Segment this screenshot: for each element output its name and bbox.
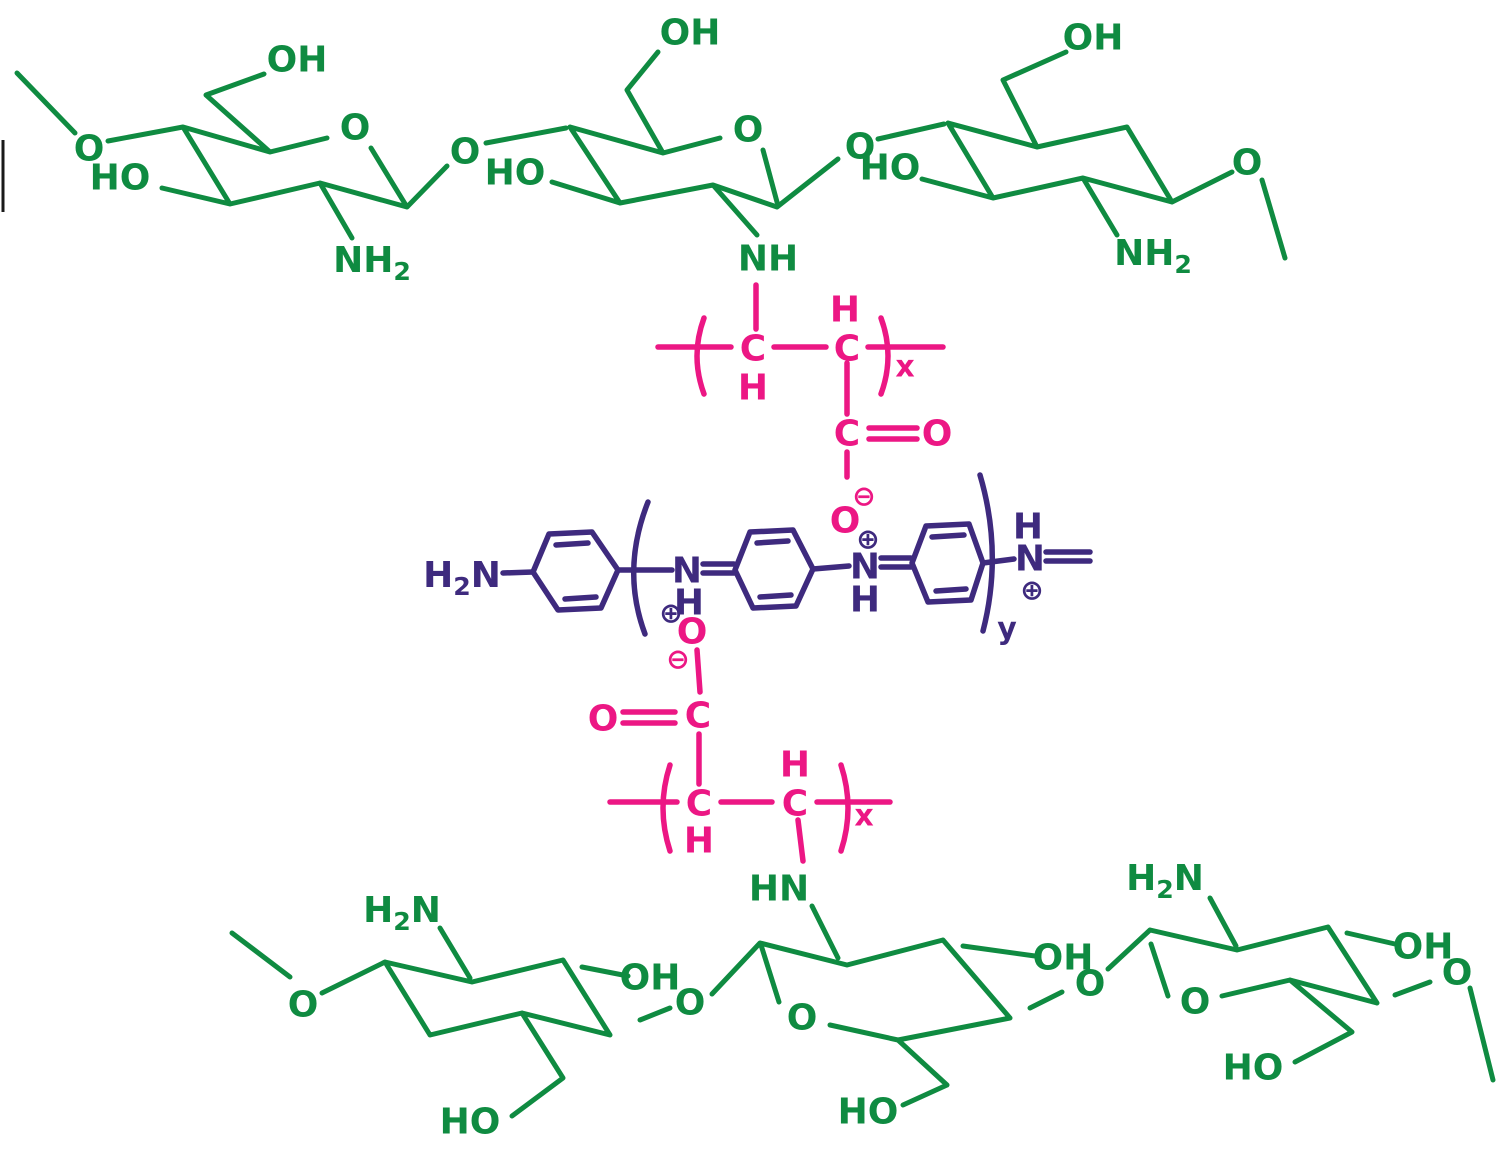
atom-label-H: H xyxy=(850,580,880,621)
amine-nh2-label: NH2 xyxy=(1114,233,1192,279)
amine-h2n-label: H2N xyxy=(363,890,441,936)
amine-nh2-label: NH2 xyxy=(333,240,411,286)
atom-label-OH: OH xyxy=(1033,938,1094,979)
atom-label-OH: OH xyxy=(1063,18,1124,59)
atom-label-O: O xyxy=(1180,982,1211,1023)
atom-label-O: O xyxy=(1442,953,1473,994)
repeat-bracket-close xyxy=(838,762,851,854)
atom-label-O: O xyxy=(340,108,371,149)
amide-hn-label: HN xyxy=(749,869,809,910)
repeat-bracket-open xyxy=(660,762,673,854)
atom-label-C: C xyxy=(782,784,808,825)
atom-label-HO: HO xyxy=(1223,1048,1284,1089)
atom-label-HO: HO xyxy=(440,1102,501,1143)
atom-label-C: C xyxy=(834,329,860,370)
atom-label-O: O xyxy=(733,110,764,151)
minus-charge-icon: ⊖ xyxy=(852,480,875,513)
atom-label-N: N xyxy=(1015,539,1045,580)
atom-label-O: O xyxy=(922,414,953,455)
repeat-bracket-open xyxy=(631,499,651,637)
repeat-bracket-open xyxy=(694,315,707,397)
repeat-x-subscript: x xyxy=(895,350,914,385)
atom-label-O: O xyxy=(1232,143,1263,184)
bond xyxy=(655,282,946,480)
repeat-x-subscript: x xyxy=(854,799,873,834)
atom-label-O: O xyxy=(588,699,619,740)
repeat-y-subscript: y xyxy=(997,612,1017,647)
amine-h2n-label: H2N xyxy=(1126,858,1204,904)
paa-top-unit xyxy=(655,282,946,480)
atom-label-H: H xyxy=(830,290,860,331)
chitosan-top-chain xyxy=(14,49,1288,261)
paa-bottom-unit xyxy=(607,647,893,864)
atom-label-N: N xyxy=(850,547,880,588)
plus-charge-icon: ⊕ xyxy=(659,597,682,630)
atom-label-H: H xyxy=(1013,507,1043,548)
bond xyxy=(229,895,1496,1119)
atom-label-O: O xyxy=(74,129,105,170)
plus-charge-icon: ⊕ xyxy=(856,523,879,556)
atom-label-HO: HO xyxy=(860,148,921,189)
amide-nh-label: NH xyxy=(738,239,798,280)
chitosan-bottom-chain xyxy=(229,895,1496,1119)
atom-label-H: H xyxy=(684,821,714,862)
atom-label-HO: HO xyxy=(838,1092,899,1133)
bond xyxy=(607,647,893,864)
benzene-ring xyxy=(530,529,621,613)
atom-label-OH: OH xyxy=(620,958,681,999)
plus-charge-icon: ⊕ xyxy=(1020,574,1043,607)
atom-label-OH: OH xyxy=(660,13,721,54)
atom-label-HO: HO xyxy=(90,158,151,199)
bond xyxy=(500,549,1093,576)
bond xyxy=(14,49,1288,261)
atom-label-O: O xyxy=(288,985,319,1026)
terminal-h2n-label: H2N xyxy=(423,555,501,601)
atom-label-O: O xyxy=(450,132,481,173)
atom-label-OH: OH xyxy=(1393,927,1454,968)
atom-label-OH: OH xyxy=(267,40,328,81)
benzene-ring xyxy=(732,527,816,611)
atom-label-C: C xyxy=(685,696,711,737)
atom-label-H: H xyxy=(674,583,704,624)
carboxylate-o-label: O xyxy=(677,612,708,653)
atom-label-HO: HO xyxy=(485,153,546,194)
pani-chain xyxy=(500,472,1093,637)
atom-label-O: O xyxy=(845,127,876,168)
atom-label-H: H xyxy=(738,368,768,409)
atom-label-C: C xyxy=(834,414,860,455)
benzene-ring xyxy=(909,521,986,605)
atom-label-O: O xyxy=(675,983,706,1024)
minus-charge-icon: ⊖ xyxy=(666,643,689,676)
atom-label-H: H xyxy=(780,745,810,786)
atom-label-O: O xyxy=(1075,964,1106,1005)
atom-label-N: N xyxy=(672,551,702,592)
atom-label-C: C xyxy=(740,329,766,370)
repeat-bracket-close xyxy=(977,472,996,634)
atom-label-C: C xyxy=(686,784,712,825)
carboxylate-o-label: O xyxy=(830,501,861,542)
repeat-bracket-close xyxy=(878,315,891,397)
atom-label-O: O xyxy=(787,998,818,1039)
